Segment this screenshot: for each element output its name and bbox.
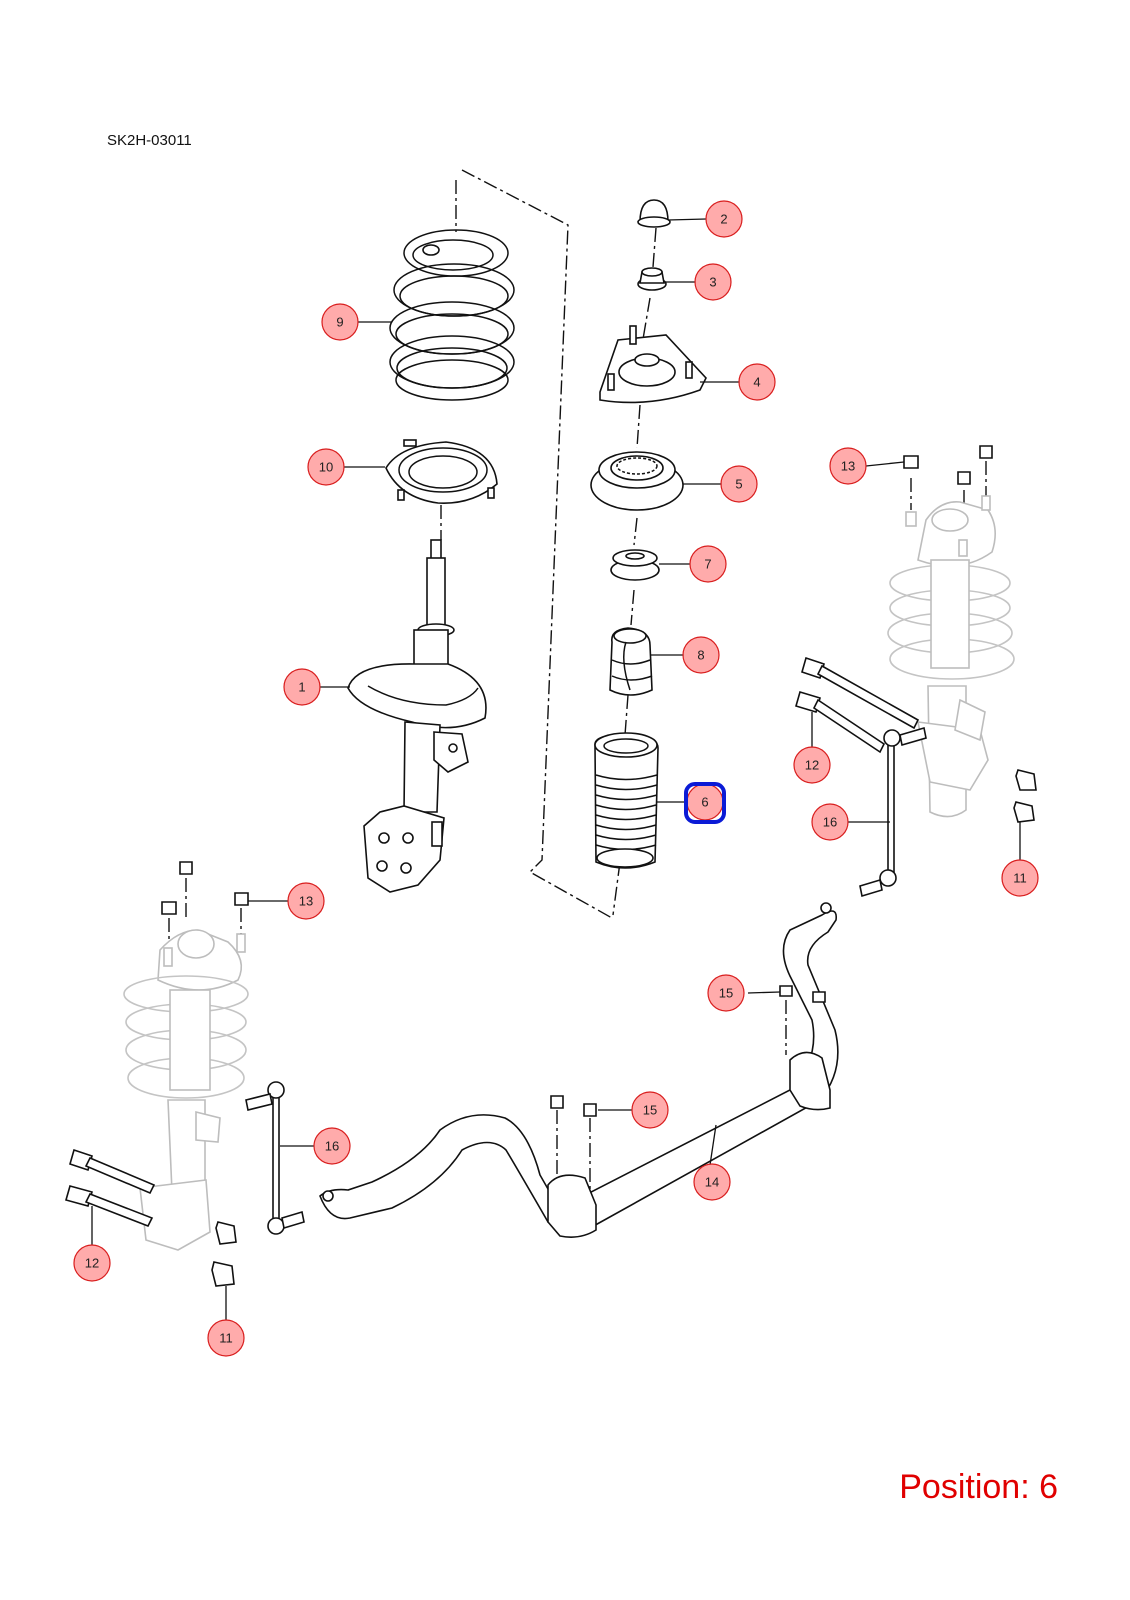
callout-7[interactable]: 7: [689, 545, 727, 583]
callout-circle[interactable]: [307, 448, 345, 486]
callout-label: 10: [319, 460, 333, 475]
callout-4[interactable]: 4: [738, 363, 776, 401]
callout-circle[interactable]: [321, 303, 359, 341]
part-coil-spring[interactable]: [389, 229, 515, 401]
callout-label: 12: [85, 1256, 99, 1271]
callout-label: 11: [219, 1331, 233, 1346]
diagram-code: SK2H-03011: [107, 132, 192, 149]
part-bolts-right[interactable]: [795, 656, 920, 754]
callout-label: 3: [709, 275, 716, 290]
left-strut-assembly-ghost: [123, 929, 249, 1251]
part-strut-mount[interactable]: [599, 325, 707, 404]
callout-5[interactable]: 5: [720, 465, 758, 503]
callout-10[interactable]: 10: [307, 448, 345, 486]
part-bump-stop[interactable]: [609, 627, 653, 696]
callout-circle[interactable]: [829, 447, 867, 485]
callout-circle[interactable]: [1001, 859, 1039, 897]
right-strut-assembly-ghost: [887, 495, 1015, 818]
part-spring-seat[interactable]: [385, 439, 498, 504]
callout-circle[interactable]: [631, 1091, 669, 1129]
callout-12[interactable]: 12: [73, 1244, 111, 1282]
part-spring-insulator[interactable]: [610, 549, 660, 581]
part-strut-bearing[interactable]: [590, 451, 684, 511]
assembly-guide-lines: [168, 169, 987, 1190]
callout-3[interactable]: 3: [694, 263, 732, 301]
callout-11[interactable]: 11: [1001, 859, 1039, 897]
part-dust-cap[interactable]: [637, 199, 671, 228]
callout-11[interactable]: 11: [207, 1319, 245, 1357]
callout-label: 7: [704, 557, 711, 572]
callout-circle[interactable]: [313, 1127, 351, 1165]
callout-15[interactable]: 15: [631, 1091, 669, 1129]
callout-8[interactable]: 8: [682, 636, 720, 674]
callout-label: 11: [1013, 871, 1027, 886]
callout-2[interactable]: 2: [705, 200, 743, 238]
callout-label: 8: [697, 648, 704, 663]
callout-label: 14: [705, 1175, 719, 1190]
callout-circle[interactable]: [793, 746, 831, 784]
callout-circle[interactable]: [707, 974, 745, 1012]
callout-label: 12: [805, 758, 819, 773]
callout-label: 13: [299, 894, 313, 909]
callout-circle[interactable]: [811, 803, 849, 841]
callout-circle[interactable]: [694, 263, 732, 301]
callout-16[interactable]: 16: [811, 803, 849, 841]
callout-6[interactable]: 6: [686, 783, 724, 821]
callout-label: 5: [735, 477, 742, 492]
part-dust-boot[interactable]: [594, 732, 659, 869]
callout-label: 16: [325, 1139, 339, 1154]
callout-circle[interactable]: [693, 1163, 731, 1201]
callout-16[interactable]: 16: [313, 1127, 351, 1165]
callout-13[interactable]: 13: [287, 882, 325, 920]
callout-circle[interactable]: [73, 1244, 111, 1282]
part-bolts-left[interactable]: [65, 1148, 156, 1228]
part-flange-nut[interactable]: [637, 267, 667, 291]
callout-circle[interactable]: [738, 363, 776, 401]
callout-label: 15: [643, 1103, 657, 1118]
callout-label: 6: [701, 795, 708, 810]
callout-circle[interactable]: [207, 1319, 245, 1357]
callout-9[interactable]: 9: [321, 303, 359, 341]
callout-13[interactable]: 13: [829, 447, 867, 485]
callout-circle[interactable]: [287, 882, 325, 920]
selected-part-highlight: [684, 782, 726, 824]
part-shock-absorber[interactable]: [347, 539, 487, 893]
part-stabilizer-link-left[interactable]: [245, 1081, 305, 1235]
callout-circle[interactable]: [682, 636, 720, 674]
callout-circle[interactable]: [283, 668, 321, 706]
callout-14[interactable]: 14: [693, 1163, 731, 1201]
callout-12[interactable]: 12: [793, 746, 831, 784]
callout-label: 4: [753, 375, 760, 390]
callout-circle[interactable]: [689, 545, 727, 583]
part-stabilizer-bar[interactable]: [319, 902, 839, 1238]
callout-label: 2: [720, 212, 727, 227]
callout-circle[interactable]: [720, 465, 758, 503]
callout-label: 9: [336, 315, 343, 330]
position-indicator: Position: 6: [899, 1468, 1058, 1506]
part-nuts[interactable]: [161, 445, 1037, 1287]
callout-label: 16: [823, 815, 837, 830]
part-stabilizer-link-right[interactable]: [859, 726, 927, 898]
callout-label: 13: [841, 459, 855, 474]
callout-label: 15: [719, 986, 733, 1001]
callout-1[interactable]: 1: [283, 668, 321, 706]
callout-circle[interactable]: [705, 200, 743, 238]
part-clamp-bolts[interactable]: [550, 985, 826, 1117]
leader-lines: [91, 218, 1021, 1320]
callout-15[interactable]: 15: [707, 974, 745, 1012]
callout-label: 1: [298, 680, 305, 695]
